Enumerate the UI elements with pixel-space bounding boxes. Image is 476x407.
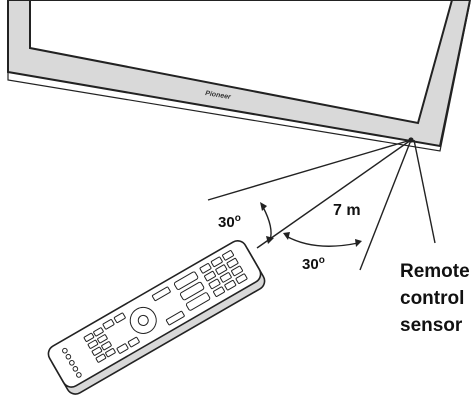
range-line-lower-limit (359, 139, 412, 271)
sensor-label-line: Remote (400, 261, 470, 282)
reception-range (207, 139, 436, 271)
tv-display: Pioneer (7, 0, 472, 152)
brand-logo: Pioneer (205, 90, 233, 101)
arrowhead (266, 236, 274, 244)
angle-arc-upper (262, 206, 272, 241)
range-line-upper-limit (207, 139, 412, 201)
angle-arc-lower (285, 235, 359, 247)
angle-arrowheads (260, 202, 362, 247)
remote-sensor-label: Remote control sensor (400, 258, 470, 339)
angle-label-lower: 30o (302, 255, 325, 273)
tv-bezel-edge (7, 1, 471, 152)
arrowhead (355, 239, 362, 247)
arrowhead (283, 232, 290, 240)
sensor-leader-line (413, 139, 436, 244)
remote-control (47, 240, 266, 395)
angle-label-upper: 30o (218, 213, 241, 231)
arrowhead (260, 202, 267, 211)
tv-screen (29, 0, 454, 125)
range-line-center (256, 139, 412, 249)
distance-label: 7 m (333, 202, 361, 219)
remote-buttons (62, 250, 248, 378)
sensor-label-line: control (400, 288, 465, 309)
sensor-label-line: sensor (400, 315, 463, 336)
